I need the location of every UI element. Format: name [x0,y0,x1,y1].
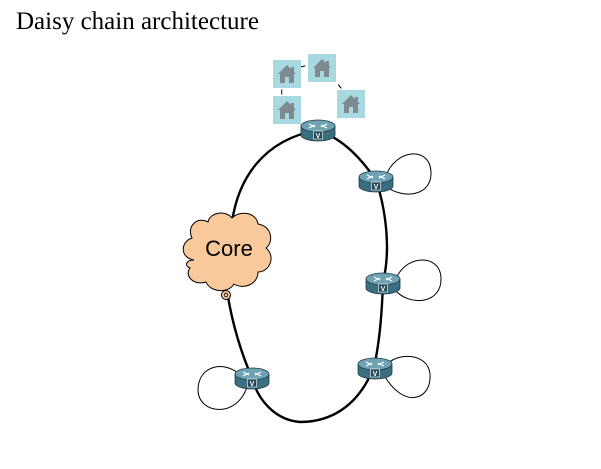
core-label: Core [205,236,253,261]
spur-loop-right-lower [383,355,431,398]
router-badge: V [316,133,321,140]
home-icon-4 [337,90,365,118]
spur-loop-bottom-left [197,366,249,410]
spur-loop-right-upper [384,153,432,195]
router-badge: V [374,184,379,191]
router-bottom-left-icon: V [234,367,270,390]
home-icon-2 [308,54,336,82]
router-badge: V [381,286,386,293]
router-right-upper-icon: V [358,170,394,193]
ring-link-right2-right3 [372,281,385,368]
slide-title: Daisy chain architecture [16,8,259,35]
core-cloud-icon: Core [182,212,272,300]
ring-link-right3-bottom [250,366,376,424]
ring-link-right1-right2 [374,179,389,283]
router-badge: V [250,381,255,388]
home-icon-1 [273,60,301,88]
router-right-middle-icon: V [365,272,401,295]
home-icon-3 [273,96,301,124]
ring-link-core-top [230,128,319,223]
router-badge: V [373,371,378,378]
home-chain-link [281,64,351,113]
ring-link-bottom-core [226,296,254,379]
router-top-icon: V [300,119,336,142]
router-right-lower-icon: V [357,357,393,380]
spur-loop-right-middle [394,259,442,302]
